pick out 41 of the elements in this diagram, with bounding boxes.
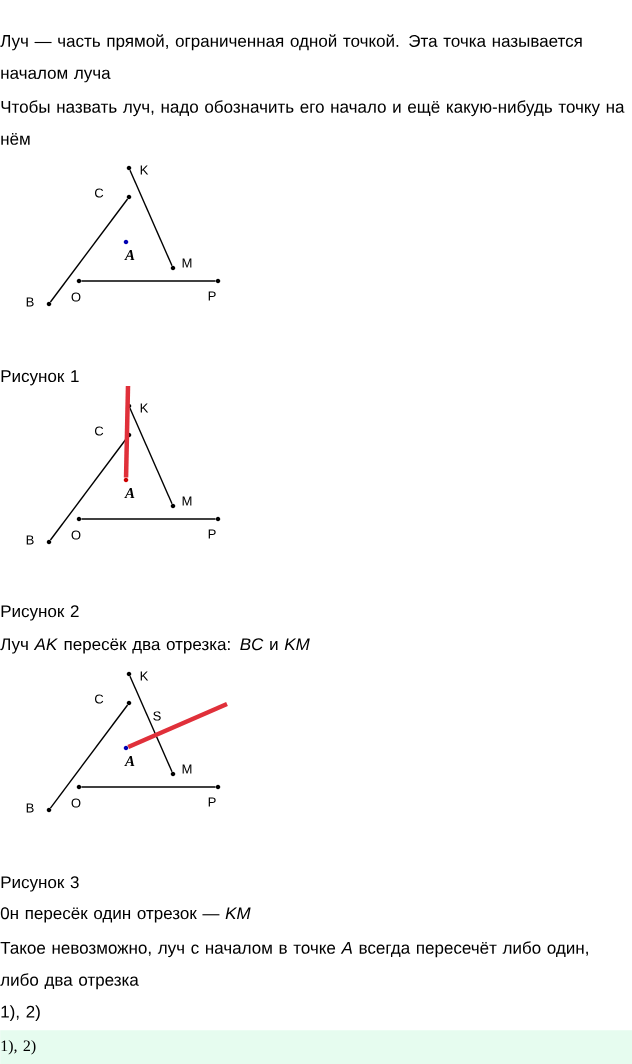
point-label: B	[26, 803, 34, 813]
point-label: A	[124, 488, 135, 498]
ray	[127, 701, 228, 750]
segment	[80, 280, 217, 282]
point-label: A	[124, 250, 135, 260]
text-line: Такое невозможно, луч с началом в точке A всегда пересечёт либо один, либо два отрезка	[0, 941, 588, 990]
point-label: O	[71, 292, 81, 302]
segment	[80, 518, 217, 520]
point-label: P	[208, 529, 216, 539]
segment	[80, 786, 217, 788]
point-label: M	[182, 258, 192, 268]
ray	[123, 385, 131, 478]
point-label: M	[182, 496, 192, 506]
text-line: Рисунок 2	[1, 605, 79, 621]
point-label: C	[94, 188, 104, 198]
segment	[49, 704, 129, 809]
segment	[129, 407, 173, 505]
text-line: Рисунок 3	[1, 876, 79, 892]
point-label: P	[208, 291, 216, 301]
point-label: S	[153, 711, 161, 721]
point-label: K	[140, 403, 149, 413]
point-label: M	[182, 764, 192, 774]
text-line: Луч AK пересёк два отрезка: BC и KM	[0, 638, 310, 654]
text-line: Рисунок 1	[1, 370, 79, 386]
segment	[129, 675, 173, 773]
point-label: B	[26, 535, 34, 545]
point-label: O	[71, 530, 81, 540]
segment	[129, 169, 173, 267]
point-label: A	[124, 756, 135, 766]
point-label: B	[26, 297, 34, 307]
point-label: C	[94, 426, 104, 436]
point-label: K	[140, 671, 149, 681]
point-label: C	[94, 694, 104, 704]
answer-band: 1), 2)	[0, 1030, 632, 1064]
point-label: O	[71, 798, 81, 808]
point-label: P	[208, 797, 216, 807]
segment	[49, 198, 129, 303]
text-line: 0н пересёк один отрезок — KM	[0, 907, 251, 923]
point-label: K	[140, 165, 149, 175]
text-line: Чтобы назвать луч, надо обозначить его начало и ещё какую-нибудь точку на нём	[1, 100, 625, 145]
text-line: Луч — часть прямой, ограниченная одной точкой. Эта точка называется началом луча	[0, 34, 582, 83]
